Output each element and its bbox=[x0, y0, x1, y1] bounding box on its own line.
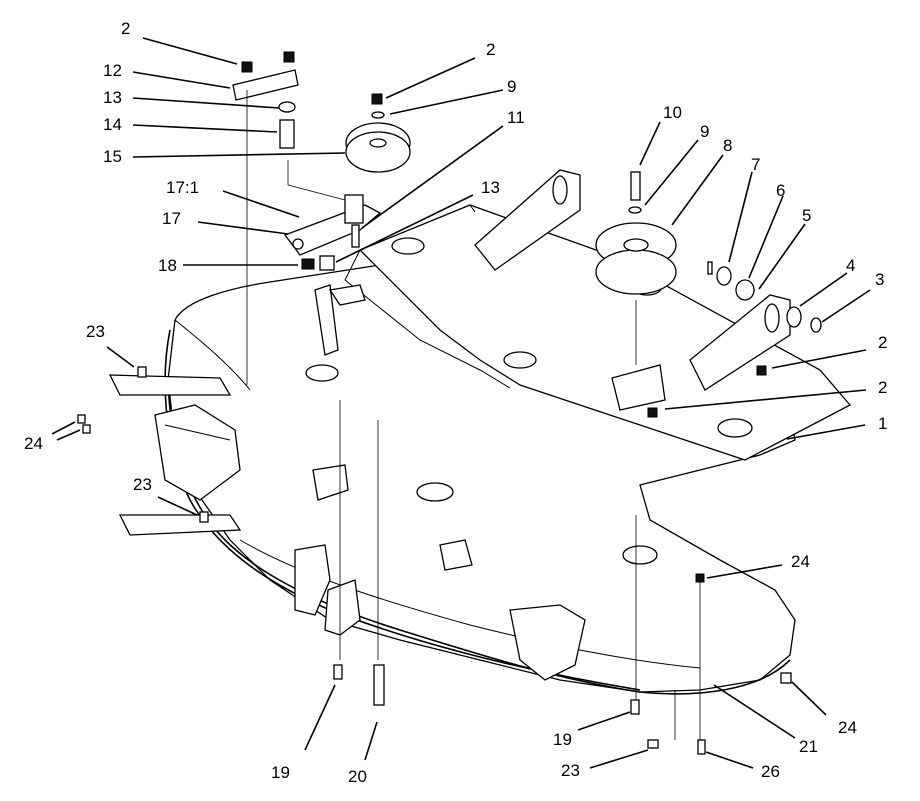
callout-1: 1 bbox=[878, 414, 887, 433]
callout-17-1: 17:1 bbox=[166, 178, 199, 197]
callout-24: 24 bbox=[791, 552, 810, 571]
callout-5: 5 bbox=[802, 206, 811, 225]
callout-21: 21 bbox=[799, 737, 818, 756]
callout-2: 2 bbox=[121, 19, 130, 38]
callout-9: 9 bbox=[700, 122, 709, 141]
deck-cover-plate bbox=[344, 204, 852, 461]
callout-24: 24 bbox=[24, 434, 43, 453]
idler-arm-assembly bbox=[232, 51, 411, 356]
callout-26: 26 bbox=[761, 762, 780, 781]
callout-23: 23 bbox=[561, 761, 580, 780]
callout-23: 23 bbox=[86, 322, 105, 341]
right-pulley-assembly bbox=[474, 169, 822, 418]
callout-13: 13 bbox=[481, 178, 500, 197]
spindle-openings bbox=[305, 364, 658, 565]
callout-2: 2 bbox=[878, 378, 887, 397]
callout-15: 15 bbox=[103, 147, 122, 166]
callout-3: 3 bbox=[875, 270, 884, 289]
callout-19: 19 bbox=[271, 763, 290, 782]
callout-19: 19 bbox=[553, 730, 572, 749]
callout-18: 18 bbox=[158, 256, 177, 275]
callout-9: 9 bbox=[507, 77, 516, 96]
callout-12: 12 bbox=[103, 61, 122, 80]
callout-11: 11 bbox=[507, 108, 525, 127]
callout-10: 10 bbox=[663, 103, 682, 122]
fasteners bbox=[77, 366, 792, 755]
discharge-bracket-left bbox=[108, 374, 242, 536]
callout-17: 17 bbox=[162, 209, 181, 228]
callout-20: 20 bbox=[348, 767, 367, 786]
callout-7: 7 bbox=[751, 155, 760, 174]
callout-6: 6 bbox=[776, 181, 785, 200]
alignment-lines bbox=[246, 90, 701, 740]
front-hanger-brackets bbox=[294, 464, 586, 681]
callout-4: 4 bbox=[846, 256, 855, 275]
callout-labels: 2 12 13 14 15 2 9 11 17:1 17 18 13 10 9 … bbox=[24, 19, 887, 786]
callout-13: 13 bbox=[103, 88, 122, 107]
leader-lines bbox=[51, 37, 871, 769]
callout-23: 23 bbox=[133, 475, 152, 494]
callout-24: 24 bbox=[838, 718, 857, 737]
callout-14: 14 bbox=[103, 115, 122, 134]
callout-2: 2 bbox=[878, 333, 887, 352]
callout-2: 2 bbox=[486, 40, 495, 59]
callout-8: 8 bbox=[723, 136, 732, 155]
